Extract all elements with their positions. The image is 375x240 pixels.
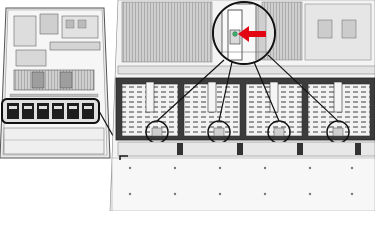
fan-module-2 — [183, 81, 241, 137]
diagram-canvas — [0, 0, 375, 211]
inset-leaders — [156, 54, 339, 122]
status-led — [232, 31, 238, 37]
fan-module-4 — [307, 81, 371, 137]
server-overview — [0, 7, 111, 159]
diagram — [0, 0, 375, 211]
fan-bay-detail — [109, 0, 375, 211]
red-arrow-icon — [238, 26, 266, 42]
